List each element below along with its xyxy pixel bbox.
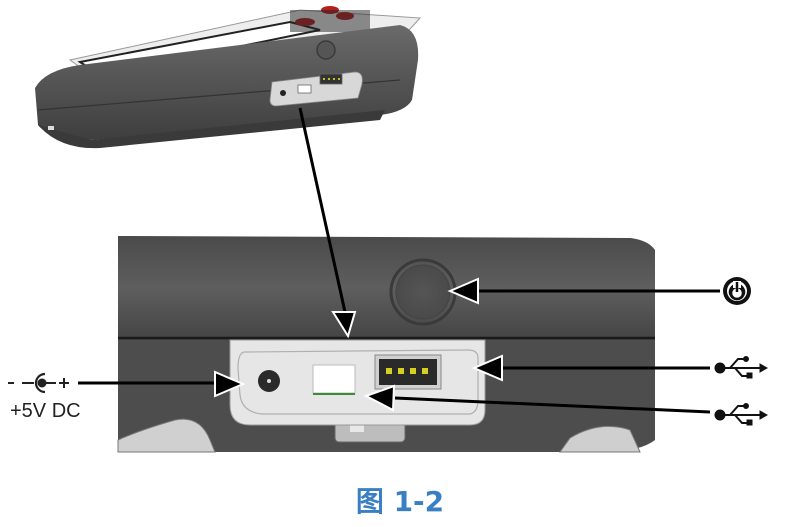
usb-icon	[714, 356, 769, 379]
usb-icon	[714, 403, 769, 426]
figure-caption: 图 1-2	[355, 485, 445, 518]
dc-polarity-icon	[8, 372, 69, 394]
power-input-label: +5V DC	[10, 400, 81, 422]
device-closeup	[117, 236, 655, 453]
power-icon	[723, 277, 751, 305]
callout-arrows	[78, 107, 720, 414]
device-overview	[35, 6, 422, 149]
